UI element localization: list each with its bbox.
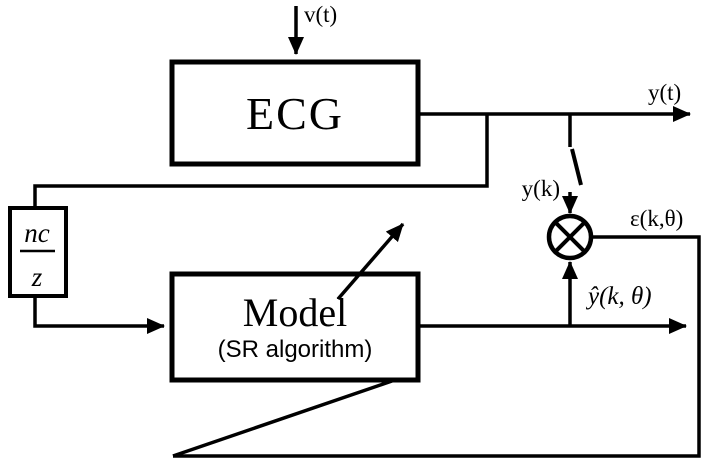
- error-label: ε(k,θ): [630, 206, 683, 231]
- model-title-label: Model: [243, 290, 347, 335]
- output-signal: y(t): [417, 80, 691, 122]
- ecg-to-delay-path: [33, 114, 489, 208]
- tuning-arrow: [336, 222, 405, 301]
- estimate-label: ŷ(k, θ): [585, 283, 652, 310]
- output-label: y(t): [648, 80, 681, 105]
- sampler-switch: [570, 148, 583, 186]
- input-label: v(t): [304, 2, 337, 27]
- delay-block: nc z: [8, 206, 68, 298]
- sampled-label: y(k): [522, 176, 560, 201]
- feedback-path: ε(k,θ): [172, 206, 701, 458]
- sampler-branch: y(k): [522, 114, 583, 214]
- comparator-x-line-2: [553, 220, 587, 254]
- ecg-block: ECG: [169, 59, 421, 167]
- ecg-label: ECG: [246, 88, 344, 139]
- model-subtitle-label: (SR algorithm): [218, 336, 373, 363]
- estimate-signal: ŷ(k, θ): [418, 261, 687, 334]
- ecg-box: [169, 59, 421, 167]
- input-signal: v(t): [288, 2, 337, 55]
- model-block: Model (SR algorithm): [169, 271, 421, 383]
- delay-to-model-path: [33, 296, 165, 334]
- ecg-to-delay-line: [33, 114, 489, 208]
- delay-denominator-label: z: [31, 262, 43, 292]
- delay-to-model-line: [33, 296, 165, 334]
- feedback-line: [173, 235, 701, 458]
- feedback-diagonal-line: [172, 379, 393, 458]
- comparator-node: [546, 213, 594, 261]
- delay-numerator-label: nc: [24, 218, 50, 248]
- tuning-arrow-group: [336, 222, 405, 301]
